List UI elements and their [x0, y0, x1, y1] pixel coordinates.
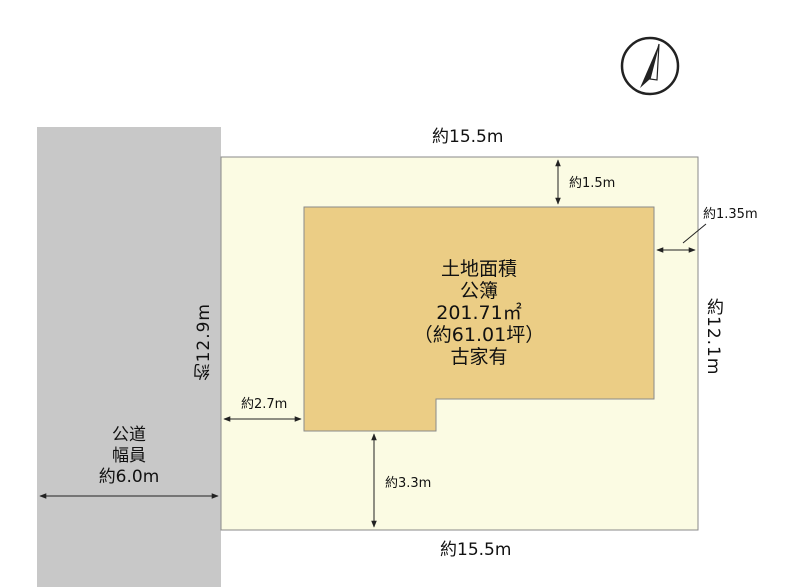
area-square-meters: 201.71㎡: [436, 302, 522, 324]
road-label: 公道 幅員 約6.0m: [38, 425, 220, 488]
bottom-setback-label: 約3.3m: [385, 476, 432, 491]
right-setback-label: 約1.35m: [703, 207, 758, 222]
public-road: [37, 127, 221, 587]
right-depth-label: 約12.1m: [703, 298, 723, 376]
road-label-line3: 約6.0m: [98, 467, 160, 487]
road-label-line2: 幅員: [112, 446, 146, 466]
bottom-width-label: 約15.5m: [440, 540, 512, 560]
top-width-label: 約15.5m: [432, 127, 504, 147]
area-tsubo: （約61.01坪）: [413, 324, 545, 346]
right-setback-leader: [682, 223, 707, 244]
top-setback-label: 約1.5m: [569, 176, 616, 191]
land-area-title: 土地面積: [440, 258, 517, 280]
building-footprint: [303, 206, 655, 432]
registry-label: 公簿: [459, 280, 498, 302]
building-label: 土地面積 公簿 201.71㎡ （約61.01坪） 古家有: [304, 258, 654, 368]
left-setback-label: 約2.7m: [241, 397, 288, 412]
left-depth-label: 約12.9m: [194, 303, 214, 381]
old-house-note: 古家有: [450, 346, 508, 368]
north-arrow-icon: [620, 36, 680, 96]
road-label-line1: 公道: [112, 425, 146, 445]
